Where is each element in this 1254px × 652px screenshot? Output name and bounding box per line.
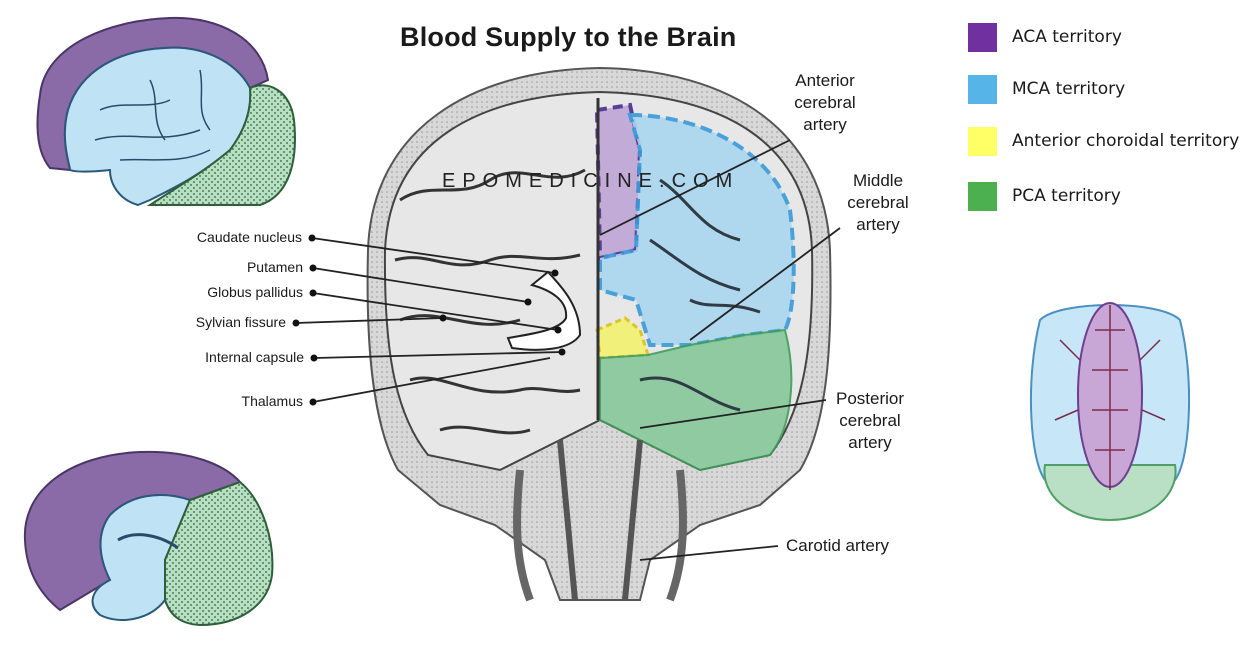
label-carotid-artery: Carotid artery [786,536,889,555]
mca-territory-medial [91,494,192,621]
anterior-choroidal-territory-coronal [595,316,651,360]
label-globus-pallidus: Globus pallidus [207,284,303,300]
medial-brain-illustration [23,450,274,627]
label-internal-capsule: Internal capsule [205,349,304,365]
lateral-brain-illustration [36,16,296,207]
leader-lines [295,139,841,561]
mca-swatch [968,74,997,104]
pca-territory-lateral [146,84,296,206]
mca-territory-coronal [598,112,796,347]
pca-territory-coronal [599,328,793,472]
legend-item-mca: MCA territory [968,74,1125,104]
page-title: Blood Supply to the Brain [400,22,737,52]
legend-item-aca: ACA territory [968,22,1122,52]
label-sylvian-fissure: Sylvian fissure [195,314,286,330]
aca-swatch [968,22,997,52]
legend-label: PCA territory [1012,186,1121,206]
leader-dots [292,234,566,406]
pca-territory-medial [164,480,274,627]
superior-view-illustration [1029,302,1191,522]
coronal-section-illustration [366,66,832,602]
label-caudate-nucleus: Caudate nucleus [196,229,302,245]
legend-label: MCA territory [1012,79,1126,99]
anterior-choroidal-swatch [968,126,997,156]
watermark: EPOMEDICINE.COM [442,170,740,192]
label-putamen: Putamen [246,259,303,275]
pca-swatch [968,181,997,211]
label-thalamus: Thalamus [241,393,303,409]
legend-item-anterior-choroidal: Anterior choroidal territory [968,126,1239,156]
pca-territory-superior [1043,464,1177,522]
legend-label: ACA territory [1012,27,1122,47]
legend-item-pca: PCA territory [968,181,1121,211]
legend-label: Anterior choroidal territory [1012,131,1240,151]
